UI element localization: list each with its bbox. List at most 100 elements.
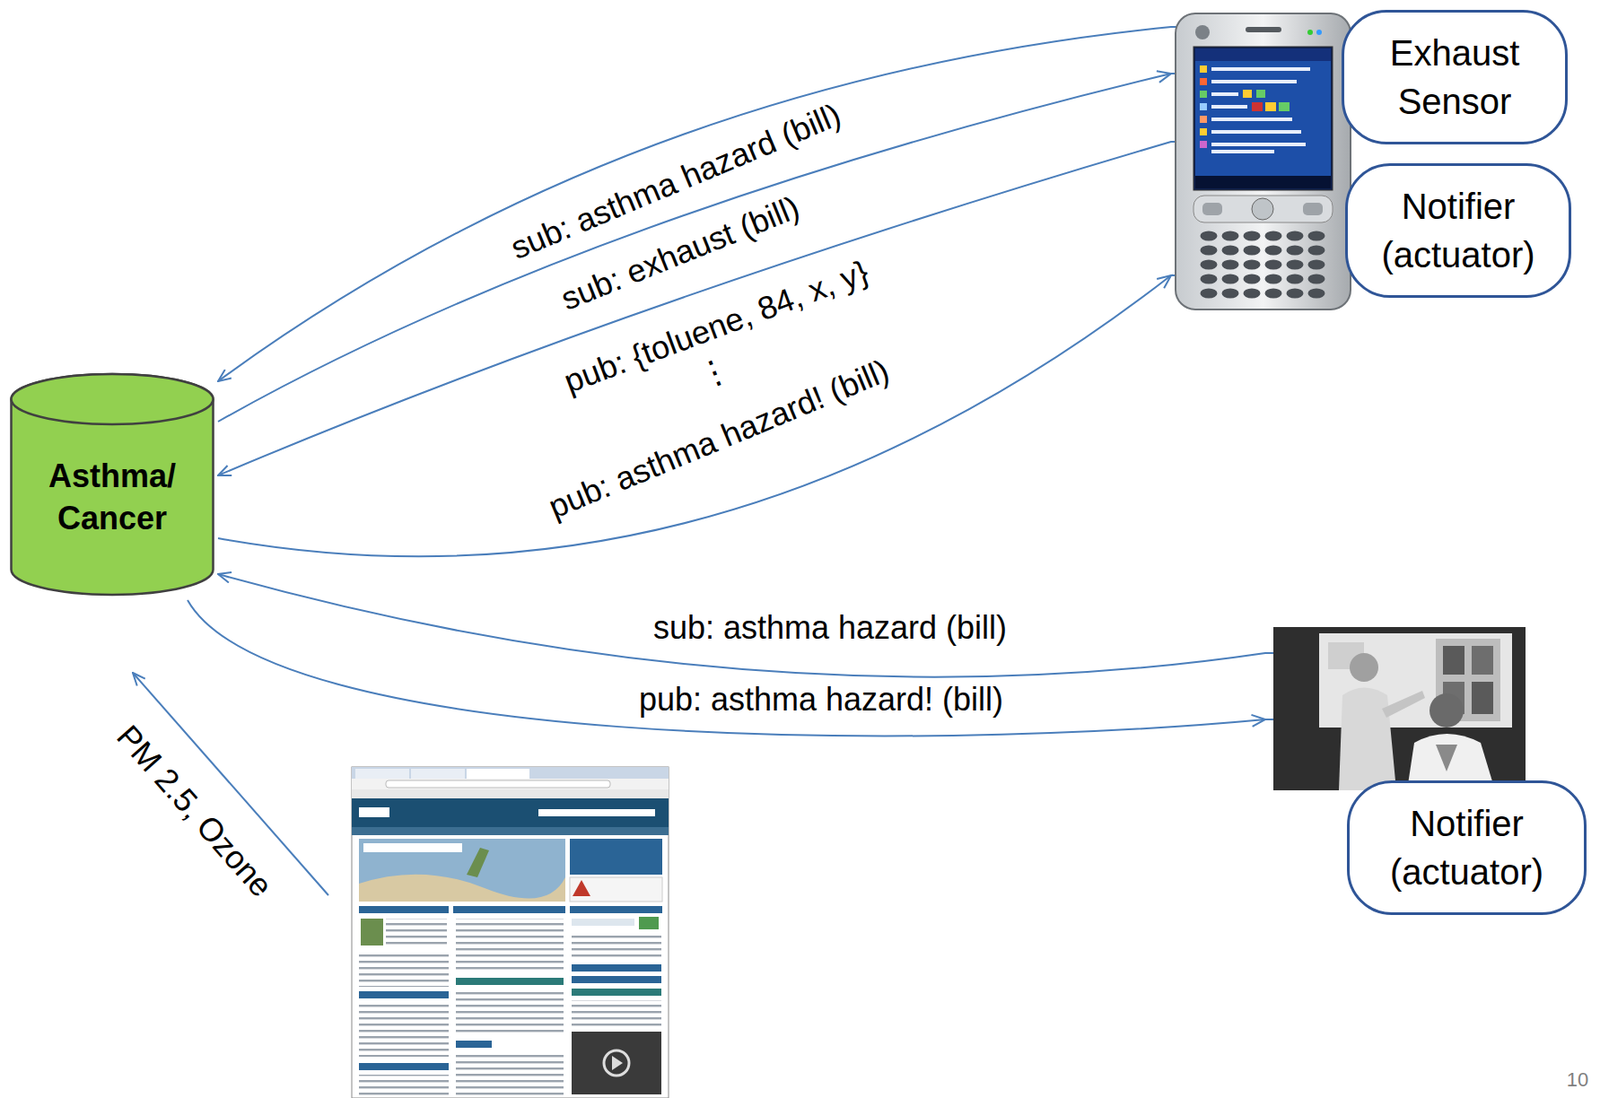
website-screenshot-part (351, 789, 669, 799)
website-screenshot-part (612, 1056, 623, 1071)
website-screenshot-part (571, 933, 662, 961)
bubble-label: Notifier (actuator) (1363, 182, 1553, 280)
website-screenshot-part (358, 807, 390, 818)
website-screenshot-part (455, 989, 564, 1035)
bubble-label: Notifier (actuator) (1372, 799, 1562, 897)
phone-illustration-part (1195, 175, 1331, 189)
cylinder-body (11, 374, 214, 595)
website-screenshot-part (351, 778, 669, 790)
website-screenshot-part (572, 880, 591, 897)
website-screenshot-part (571, 918, 635, 927)
connector (218, 230, 1342, 557)
phone-illustration-part (1251, 102, 1263, 112)
phone-illustration-part (1251, 198, 1274, 220)
edge-label: sub: asthma hazard (bill) (653, 608, 1007, 647)
website-screenshot-part (351, 767, 669, 1098)
role-bubble: Notifier (actuator) (1346, 780, 1587, 916)
phone-illustration-part (1193, 46, 1333, 191)
phone-illustration-part (1199, 115, 1207, 123)
phone-illustration-part (1202, 202, 1223, 216)
phone-illustration-part (1242, 89, 1252, 98)
website-screenshot-part (569, 906, 663, 914)
phone-illustration (1175, 13, 1351, 310)
phone-illustration-part (1199, 103, 1207, 111)
website-screenshot-part (351, 827, 669, 836)
doctors-photo (1273, 627, 1526, 791)
website-screenshot-part (363, 843, 463, 853)
phone-illustration-part (1211, 104, 1248, 109)
website-screenshot-part (569, 877, 663, 902)
website-screenshot-part (571, 1031, 662, 1095)
website-screenshot-part (351, 767, 669, 779)
phone-illustration-part (1195, 61, 1331, 176)
doctors-photo-part (1471, 646, 1494, 675)
website-screenshot (351, 767, 669, 1098)
phone-illustration-part (1199, 140, 1207, 149)
connector (218, 73, 1338, 422)
website-screenshot-part (385, 780, 611, 788)
edge-label: pub: asthma hazard! (bill) (638, 680, 1004, 719)
phone-illustration-part (1256, 89, 1266, 98)
ellipsis-mark: ⋮ (691, 348, 736, 396)
database-label: Asthma/ Cancer (26, 455, 198, 541)
website-screenshot-part (571, 988, 662, 997)
phone-illustration-part (1195, 25, 1210, 40)
phone-illustration-part (1211, 117, 1293, 122)
phone-illustration-part (1199, 90, 1207, 98)
website-screenshot-part (351, 798, 669, 828)
website-screenshot-part (358, 1063, 449, 1071)
phone-illustration-part (1316, 29, 1322, 35)
arrowhead (1250, 715, 1266, 727)
doctors-photo-part (1349, 653, 1379, 682)
phone-illustration-part (1278, 102, 1290, 112)
role-bubble: Notifier (actuator) (1345, 163, 1572, 298)
website-screenshot-part (355, 769, 410, 779)
website-screenshot-part (358, 951, 449, 988)
phone-illustration-part (1211, 130, 1302, 134)
website-screenshot-part (358, 1075, 449, 1098)
phone-illustration-part (1302, 202, 1323, 216)
role-bubble: Exhaust Sensor (1341, 9, 1568, 145)
phone-illustration-part (1199, 65, 1207, 73)
website-screenshot-part (569, 839, 663, 875)
phone-illustration-part (1199, 128, 1207, 136)
website-screenshot-part (455, 1040, 492, 1049)
phone-illustration-part (1211, 142, 1306, 147)
website-screenshot-part (603, 1050, 630, 1076)
website-screenshot-part (455, 1054, 564, 1098)
website-screenshot-part (571, 976, 662, 984)
website-screenshot-part (358, 1003, 449, 1058)
phone-illustration-part (1197, 228, 1328, 301)
website-screenshot-part (453, 906, 566, 914)
doctors-photo-part (1435, 744, 1458, 772)
phone-illustration-part (1307, 29, 1313, 35)
website-screenshot-part (455, 918, 564, 973)
website-screenshot-part (571, 1000, 662, 1028)
website-screenshot-part (358, 991, 449, 999)
phone-illustration-part (1265, 102, 1277, 112)
website-screenshot-part (358, 906, 449, 914)
website-screenshot-part (358, 874, 566, 902)
phone-illustration-part (1193, 195, 1333, 223)
cylinder-top (11, 374, 214, 425)
doctors-photo-part (1273, 627, 1526, 791)
phone-illustration-part (1211, 79, 1297, 84)
phone-illustration-part (1211, 92, 1239, 97)
doctors-photo-part (1381, 690, 1426, 718)
website-screenshot-part (410, 769, 465, 779)
website-screenshot-part (385, 918, 447, 948)
phone-illustration-part (1199, 78, 1207, 86)
phone-illustration-part (1175, 13, 1351, 310)
website-screenshot-part (538, 809, 656, 817)
website-screenshot-part (358, 839, 566, 902)
arrowhead (1156, 70, 1172, 83)
arrowhead (1156, 275, 1172, 289)
bubble-label: Exhaust Sensor (1360, 28, 1549, 126)
page-number: 10 (1566, 1068, 1589, 1093)
phone-illustration-part (1245, 26, 1282, 33)
doctors-photo-part (1442, 646, 1465, 675)
doctors-photo-part (1338, 688, 1397, 792)
